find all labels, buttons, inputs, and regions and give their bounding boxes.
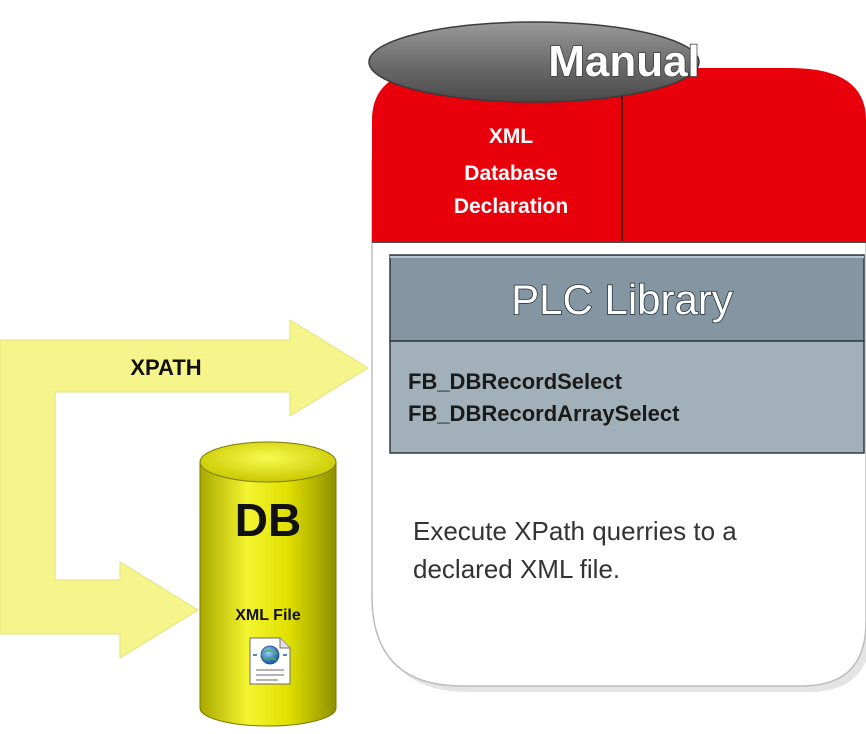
xml-declaration-label: XML Database Declaration (454, 125, 568, 218)
manual-section (372, 68, 866, 243)
manual-header: Manual (368, 21, 701, 103)
xml-file-label: XML File (235, 607, 301, 624)
plc-library-title: PLC Library (511, 276, 733, 323)
database-cylinder: DB XML File (199, 441, 337, 727)
manual-title: Manual (548, 37, 700, 86)
xpath-label: XPATH (130, 355, 201, 380)
plc-library-header: PLC Library (389, 254, 865, 342)
xml-declaration-line-2: Database (464, 162, 557, 185)
database-title: DB (235, 494, 301, 546)
fb-dbrecordselect: FB_DBRecordSelect (408, 369, 623, 394)
fb-dbrecordarrayselect: FB_DBRecordArraySelect (408, 401, 680, 426)
xml-file-icon (249, 637, 291, 685)
function-block-list: FB_DBRecordSelect FB_DBRecordArraySelect (389, 340, 865, 454)
xml-declaration-line-3: Declaration (454, 195, 568, 218)
description-line-2: declared XML file. (413, 554, 620, 584)
description-line-1: Execute XPath querries to a (413, 516, 737, 546)
plc-description: Execute XPath querries to a declared XML… (413, 516, 737, 584)
xml-declaration-line-1: XML (489, 125, 534, 148)
xpath-arrow: XPATH (0, 319, 369, 659)
